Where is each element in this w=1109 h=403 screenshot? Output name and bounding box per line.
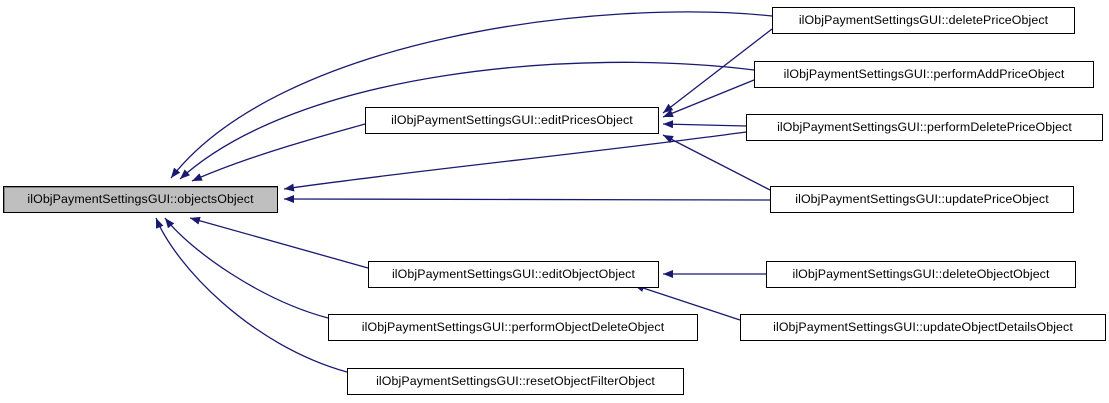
graph-node-resetObjectFilterObject[interactable]: ilObjPaymentSettingsGUI::resetObjectFilt…: [347, 368, 684, 395]
graph-node-editPricesObject[interactable]: ilObjPaymentSettingsGUI::editPricesObjec…: [365, 107, 659, 134]
graph-node-label: ilObjPaymentSettingsGUI::editObjectObjec…: [391, 267, 636, 282]
graph-node-label: ilObjPaymentSettingsGUI::deleteObjectObj…: [792, 267, 1050, 282]
graph-edge-performAddPriceObject-to-editPricesObject: [662, 79, 755, 118]
graph-node-label: ilObjPaymentSettingsGUI::performAddPrice…: [783, 67, 1065, 82]
graph-edge-updatePriceObject-to-editPricesObject: [662, 134, 771, 191]
graph-node-deletePriceObject[interactable]: ilObjPaymentSettingsGUI::deletePriceObje…: [772, 7, 1075, 34]
graph-node-label: ilObjPaymentSettingsGUI::resetObjectFilt…: [376, 374, 655, 389]
graph-node-updateObjectDetailsObject[interactable]: ilObjPaymentSettingsGUI::updateObjectDet…: [740, 314, 1106, 341]
graph-edge-resetObjectFilterObject-to-objectsObject: [155, 217, 348, 373]
graph-edge-deletePriceObject-to-editPricesObject: [662, 28, 773, 114]
graph-edge-performDeletePriceObject-to-editPricesObject: [662, 120, 747, 129]
graph-edge-performDeletePriceObject-to-objectsObject: [283, 131, 747, 192]
graph-node-label: ilObjPaymentSettingsGUI::updateObjectDet…: [773, 320, 1073, 335]
graph-node-label: ilObjPaymentSettingsGUI::performObjectDe…: [361, 320, 665, 335]
graph-edge-updateObjectDetailsObject-to-editObjectObject: [633, 284, 741, 321]
graph-node-updatePriceObject[interactable]: ilObjPaymentSettingsGUI::updatePriceObje…: [770, 186, 1074, 213]
graph-node-editObjectObject[interactable]: ilObjPaymentSettingsGUI::editObjectObjec…: [368, 261, 659, 288]
graph-edge-editPricesObject-to-objectsObject: [191, 123, 366, 182]
graph-edge-updatePriceObject-to-objectsObject: [283, 195, 771, 204]
graph-edge-deletePriceObject-to-objectsObject: [170, 11, 773, 179]
graph-edge-editObjectObject-to-objectsObject: [189, 216, 369, 269]
graph-edge-performObjectDeleteObject-to-objectsObject: [164, 217, 329, 319]
graph-node-performDeletePriceObject[interactable]: ilObjPaymentSettingsGUI::performDeletePr…: [746, 114, 1103, 141]
graph-node-label: ilObjPaymentSettingsGUI::objectsObject: [27, 192, 254, 207]
graph-node-performObjectDeleteObject[interactable]: ilObjPaymentSettingsGUI::performObjectDe…: [328, 314, 698, 341]
graph-node-objectsObject[interactable]: ilObjPaymentSettingsGUI::objectsObject: [3, 186, 278, 213]
graph-node-label: ilObjPaymentSettingsGUI::editPricesObjec…: [391, 113, 633, 128]
graph-node-label: ilObjPaymentSettingsGUI::performDeletePr…: [777, 120, 1072, 135]
graph-node-performAddPriceObject[interactable]: ilObjPaymentSettingsGUI::performAddPrice…: [754, 61, 1094, 88]
graph-node-label: ilObjPaymentSettingsGUI::updatePriceObje…: [795, 192, 1049, 207]
graph-node-deleteObjectObject[interactable]: ilObjPaymentSettingsGUI::deleteObjectObj…: [766, 261, 1076, 288]
graph-node-label: ilObjPaymentSettingsGUI::deletePriceObje…: [798, 13, 1049, 28]
graph-edge-performAddPriceObject-to-objectsObject: [179, 61, 755, 180]
